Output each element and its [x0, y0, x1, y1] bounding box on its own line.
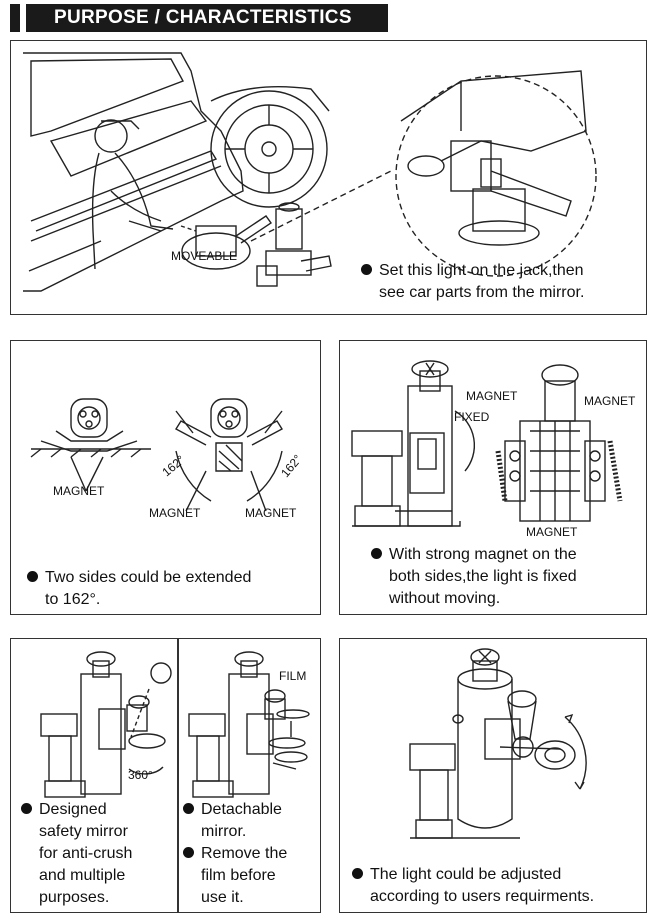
caption-line: Remove the: [201, 845, 288, 862]
caption-panel-5: The light could be adjusted according to…: [352, 864, 594, 908]
label-fixed: FIXED: [454, 410, 490, 424]
caption-panel-3: With strong magnet on the both sides,the…: [371, 544, 577, 610]
bullet-dot: [183, 803, 194, 814]
label-magnet-bottom: MAGNET: [526, 525, 578, 539]
caption-panel-1: Set this light on the jack,then see car …: [361, 260, 584, 304]
panel-adjustable-light: The light could be adjusted according to…: [339, 638, 647, 913]
caption-line: purposes.: [39, 889, 110, 906]
bullet-dot: [27, 571, 38, 582]
caption-line: film before: [201, 867, 276, 884]
caption-line: use it.: [201, 889, 244, 906]
label-film: FILM: [279, 669, 307, 683]
caption-panel-2: Two sides could be extended to 162°.: [27, 567, 251, 611]
label-magnet-left: MAGNET: [53, 484, 105, 498]
label-magnet-top: MAGNET: [466, 389, 518, 403]
mirror-illustration: [40, 651, 310, 798]
label-magnet-bottom-left: MAGNET: [149, 506, 201, 520]
label-magnet-bottom-right: MAGNET: [245, 506, 297, 520]
caption-line: both sides,the light is fixed: [389, 568, 577, 585]
caption-line: With strong magnet on the: [389, 546, 577, 563]
caption-panel-4-right: Detachable mirror. Remove the film befor…: [183, 799, 287, 909]
adjustable-light-illustration: [409, 648, 587, 839]
panel-divider: [177, 639, 179, 912]
label-moveable: MOVEABLE: [171, 249, 238, 263]
section-title: PURPOSE / CHARACTERISTICS: [54, 7, 352, 28]
caption-line: without moving.: [389, 590, 501, 607]
caption-line: Two sides could be extended: [45, 569, 252, 586]
caption-line: safety mirror: [39, 823, 128, 840]
label-magnet-right: MAGNET: [584, 394, 636, 408]
bullet-dot: [361, 264, 372, 275]
label-angle-360: 360°: [128, 768, 153, 782]
panel-extendable-sides: MAGNET MAGNET MAGNET 162° 162° Two sides…: [10, 340, 321, 615]
bullet-dot: [183, 847, 194, 858]
caption-line: to 162°.: [45, 591, 101, 608]
bullet-dot: [371, 548, 382, 559]
caption-line: according to users requirments.: [370, 888, 595, 905]
car-jack-illustration: [23, 52, 597, 292]
title-bar-accent: [10, 4, 20, 32]
caption-line: The light could be adjusted: [370, 866, 562, 883]
bullet-dot: [352, 868, 363, 879]
caption-line: see car parts from the mirror.: [379, 284, 585, 301]
caption-line: and multiple: [39, 867, 126, 884]
caption-line: Designed: [39, 801, 107, 818]
magnet-fixed-illustration: [351, 360, 623, 527]
section-title-bar: PURPOSE / CHARACTERISTICS: [10, 4, 388, 32]
title-bar-background: [26, 4, 388, 32]
magnet-sides-illustration: [30, 398, 283, 512]
caption-line: mirror.: [201, 823, 247, 840]
caption-line: Detachable: [201, 801, 282, 818]
panel-magnet-fixed: MAGNET MAGNET MAGNET FIXED With strong m…: [339, 340, 647, 615]
caption-line: for anti-crush: [39, 845, 133, 862]
caption-panel-4-left: Designed safety mirror for anti-crush an…: [21, 799, 132, 909]
panel-car-inspection: MOVEABLE Set this light on the jack,then…: [10, 40, 647, 315]
caption-line: Set this light on the jack,then: [379, 262, 584, 279]
bullet-dot: [21, 803, 32, 814]
panel-mirror: 360° FILM Designed safety mirror for ant…: [10, 638, 321, 913]
